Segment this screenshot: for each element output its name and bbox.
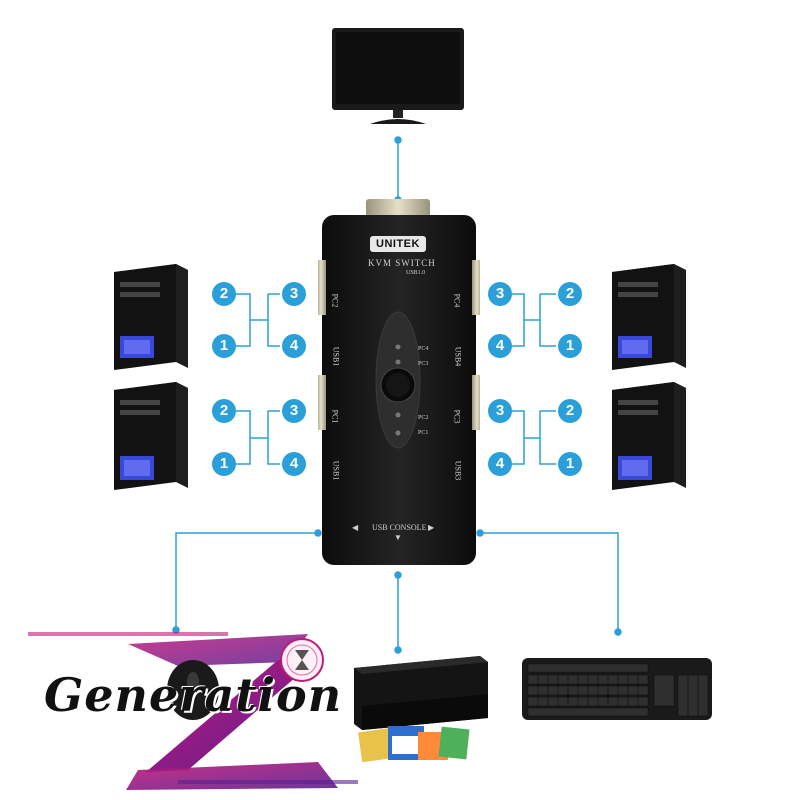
left-lower-bracket (236, 411, 280, 464)
console-arrow-down: ▼ (394, 533, 402, 542)
led-label-pc1: PC1 (418, 430, 428, 436)
badge-right-upper-2: 2 (558, 282, 582, 306)
badge-right-upper-4: 4 (488, 334, 512, 358)
badge-left-upper-3: 3 (282, 282, 306, 306)
badge-left-lower-1: 1 (212, 452, 236, 476)
badge-left-lower-4: 4 (282, 452, 306, 476)
port-label-pc4: PC4 (452, 294, 461, 308)
mouse-connector-line (176, 533, 318, 630)
brand-logo: UNITEK (370, 236, 426, 252)
right-lower-bracket (512, 411, 556, 464)
badge-right-lower-4: 4 (488, 452, 512, 476)
led-label-pc3: PC3 (418, 361, 428, 367)
watermark-text: Generation (44, 668, 342, 722)
badge-right-upper-3: 3 (488, 282, 512, 306)
port-label-pc1: PC1 (330, 410, 339, 424)
led-label-pc4: PC4 (418, 346, 428, 352)
console-arrow-left: ◀ (352, 523, 359, 532)
badge-left-lower-2: 2 (212, 399, 236, 423)
pc-tower-icon (604, 380, 688, 494)
port-label-pc3: PC3 (452, 410, 461, 424)
left-upper-bracket (236, 294, 280, 346)
monitor-icon (330, 26, 466, 126)
port-label-usb-right-top: USB4 (453, 347, 462, 367)
pc-tower-icon (604, 262, 688, 372)
keyboard-icon (522, 654, 714, 722)
badge-left-lower-3: 3 (282, 399, 306, 423)
pc-tower-icon (106, 380, 190, 494)
port-label-usb-left-top: USB1 (331, 347, 340, 367)
badge-left-upper-1: 1 (212, 334, 236, 358)
badge-left-upper-2: 2 (212, 282, 236, 306)
pc-tower-icon (106, 262, 190, 372)
led-label-pc2: PC2 (418, 415, 428, 421)
badge-right-lower-1: 1 (558, 452, 582, 476)
port-label-usb-left-bottom: USB1 (331, 461, 340, 481)
console-arrow-right: ▶ (428, 523, 434, 532)
port-label-usb-right-bottom: USB3 (453, 461, 462, 481)
port-label-pc2: PC2 (330, 294, 339, 308)
badge-right-lower-2: 2 (558, 399, 582, 423)
badge-left-upper-4: 4 (282, 334, 306, 358)
console-label: USB CONSOLE (372, 523, 426, 532)
badge-right-lower-3: 3 (488, 399, 512, 423)
kvm-subtitle: USB1.0 (406, 270, 425, 276)
right-upper-bracket (512, 294, 556, 346)
kvm-title: KVM SWITCH (368, 258, 436, 268)
badge-right-upper-1: 1 (558, 334, 582, 358)
keyboard-connector-line (480, 533, 618, 632)
